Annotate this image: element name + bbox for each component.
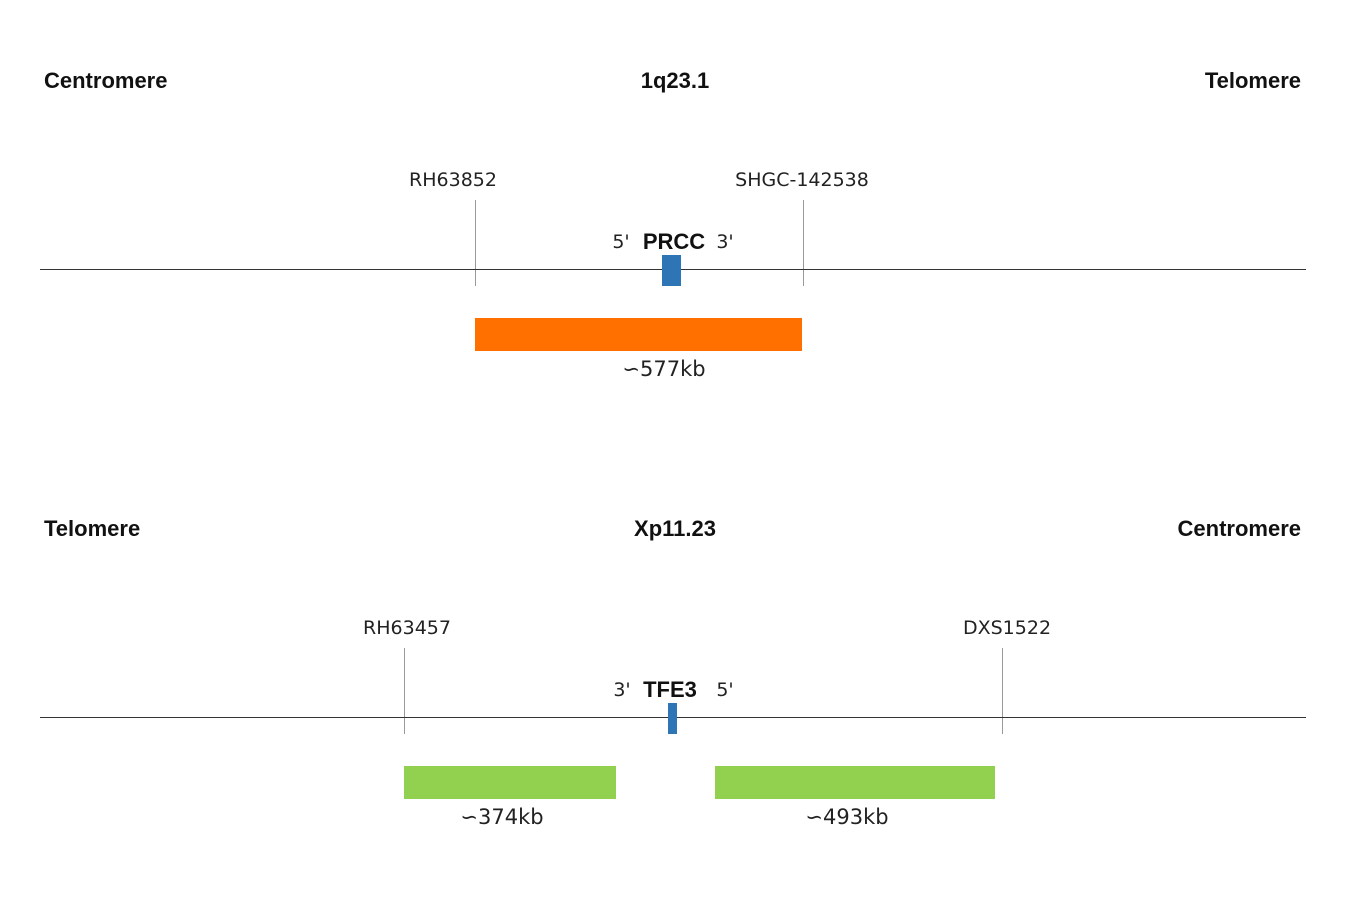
marker-line-right <box>803 200 804 286</box>
marker-label-right: DXS1522 <box>962 617 1052 639</box>
left-end-label: Telomere <box>44 516 141 541</box>
panel-prcc: Centromere 1q23.1 Telomere RH63852 SHGC-… <box>40 68 1306 381</box>
gene-left-strand: 5' <box>612 231 630 253</box>
gene-name: TFE3 <box>643 677 697 702</box>
gene-box <box>668 703 677 734</box>
band-label: 1q23.1 <box>640 68 710 93</box>
probe-bar <box>475 318 802 351</box>
marker-label-left: RH63457 <box>363 617 451 639</box>
marker-line-left <box>404 648 405 734</box>
probe-bar-left <box>404 766 616 799</box>
gene-left-strand: 3' <box>613 679 631 701</box>
probe-size-label-right: ∽493kb <box>805 805 889 829</box>
marker-line-right <box>1002 648 1003 734</box>
marker-label-right: SHGC-142538 <box>735 169 869 191</box>
panel-tfe3: Telomere Xp11.23 Centromere RH63457 DXS1… <box>0 448 1350 898</box>
left-end-label: Centromere <box>44 68 168 93</box>
marker-line-left <box>475 200 476 286</box>
gene-box <box>662 255 681 286</box>
probe-bar-right <box>715 766 995 799</box>
band-label: Xp11.23 <box>634 516 716 541</box>
probe-size-label: ∽577kb <box>622 357 706 381</box>
gene-right-strand: 3' <box>716 231 734 253</box>
gene-name: PRCC <box>642 229 706 254</box>
right-end-label: Centromere <box>1177 516 1301 541</box>
marker-label-left: RH63852 <box>409 169 497 191</box>
gene-right-strand: 5' <box>716 679 734 701</box>
probe-size-label-left: ∽374kb <box>460 805 544 829</box>
right-end-label: Telomere <box>1204 68 1301 93</box>
